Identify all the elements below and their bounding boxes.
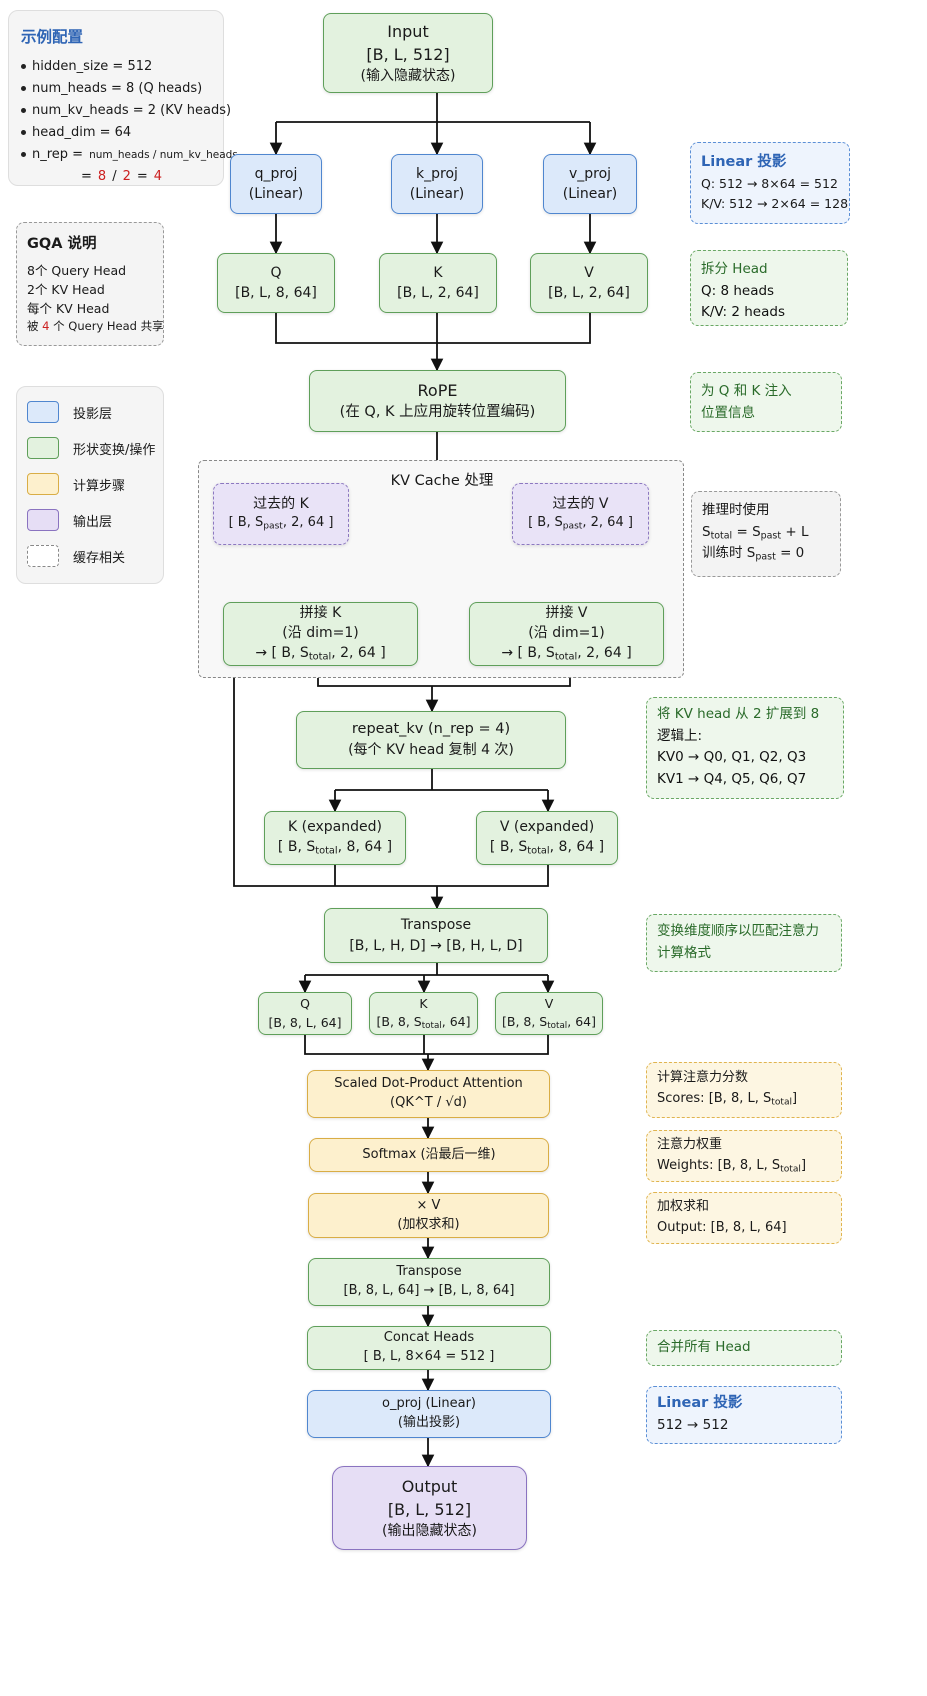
q-node: Q [B, L, 8, 64] [217,253,335,313]
concat-k-node: 拼接 K (沿 dim=1) → [ B, Stotal, 2, 64 ] [223,602,418,666]
config-nrep-result: = 8 / 2 = 4 [81,169,163,184]
config-item: num_kv_heads = 2 (KV heads) [21,103,231,118]
v-proj-node: v_proj (Linear) [543,154,637,214]
concat-heads-node: Concat Heads [ B, L, 8×64 = 512 ] [307,1326,551,1370]
concat-v-node: 拼接 V (沿 dim=1) → [ B, Stotal, 2, 64 ] [469,602,664,666]
config-item: head_dim = 64 [21,125,131,140]
gqa-line: 每个 KV Head [27,300,110,316]
bullet-icon [21,152,26,157]
legend-item: 缓存相关 [27,545,125,567]
note-output-projection: Linear 投影 512 → 512 [646,1386,842,1444]
legend-item: 形状变换/操作 [27,437,155,459]
v-heads-node: V [B, 8, Stotal, 64] [495,992,603,1035]
o-proj-node: o_proj (Linear) (输出投影) [307,1390,551,1438]
config-item-nrep: n_rep = num_heads / num_kv_heads [21,147,238,162]
config-panel: 示例配置 hidden_size = 512 num_heads = 8 (Q … [8,10,238,186]
note-inference: 推理时使用 Stotal = Spast + L 训练时 Spast = 0 [691,491,841,577]
k-proj-node: k_proj (Linear) [391,154,483,214]
config-title: 示例配置 [21,28,84,46]
note-split-head: 拆分 Head Q: 8 heads K/V: 2 heads [690,250,848,326]
note-merge-heads: 合并所有 Head [646,1330,842,1366]
note-linear-projection: Linear 投影 Q: 512 → 8×64 = 512 K/V: 512 →… [690,142,850,224]
sdpa-node: Scaled Dot-Product Attention (QK^T / √d) [307,1070,550,1118]
k-node: K [B, L, 2, 64] [379,253,497,313]
softmax-node: Softmax (沿最后一维) [309,1138,549,1172]
output-node: Output [B, L, 512] (输出隐藏状态) [332,1466,527,1550]
legend-swatch-projection [27,401,59,423]
legend-item: 输出层 [27,509,112,531]
q-heads-node: Q [B, 8, L, 64] [258,992,352,1035]
input-node: Input [B, L, 512] (输入隐藏状态) [323,13,493,93]
v-node: V [B, L, 2, 64] [530,253,648,313]
note-transform: 变换维度顺序以匹配注意力 计算格式 [646,914,842,972]
transpose-node: Transpose [B, L, H, D] → [B, H, L, D] [324,908,548,963]
gqa-line: 8个 Query Head [27,263,127,279]
note-position-info: 为 Q 和 K 注入 位置信息 [690,372,842,432]
v-expanded-node: V (expanded) [ B, Stotal, 8, 64 ] [476,811,618,865]
legend-swatch-cache [27,545,59,567]
past-v-node: 过去的 V [ B, Spast, 2, 64 ] [512,483,649,545]
gqa-note: GQA 说明 8个 Query Head 2个 KV Head 每个 KV He… [16,222,164,346]
bullet-icon [21,130,26,135]
legend-swatch-shape [27,437,59,459]
legend-panel: 投影层 形状变换/操作 计算步骤 输出层 缓存相关 [16,386,164,584]
k-expanded-node: K (expanded) [ B, Stotal, 8, 64 ] [264,811,406,865]
gqa-title: GQA 说明 [27,236,97,252]
past-k-node: 过去的 K [ B, Spast, 2, 64 ] [213,483,349,545]
bullet-icon [21,86,26,91]
bullet-icon [21,108,26,113]
legend-swatch-output [27,509,59,531]
q-proj-node: q_proj (Linear) [230,154,322,214]
repeat-kv-node: repeat_kv (n_rep = 4) (每个 KV head 复制 4 次… [296,711,566,769]
config-item: num_heads = 8 (Q heads) [21,81,202,96]
note-weights: 注意力权重 Weights: [B, 8, L, Stotal] [646,1130,842,1182]
rope-node: RoPE (在 Q, K 上应用旋转位置编码) [309,370,566,432]
gqa-line: 被 4 个 Query Head 共享 [27,319,164,334]
legend-item: 投影层 [27,401,112,423]
legend-item: 计算步骤 [27,473,125,495]
bullet-icon [21,64,26,69]
note-expand-heads: 将 KV head 从 2 扩展到 8 逻辑上: KV0 → Q0, Q1, Q… [646,697,844,799]
k-heads-node: K [B, 8, Stotal, 64] [369,992,478,1035]
kv-cache-title: KV Cache 处理 [390,473,494,489]
transpose-back-node: Transpose [B, 8, L, 64] → [B, L, 8, 64] [308,1258,550,1306]
legend-swatch-compute [27,473,59,495]
gqa-line: 2个 KV Head [27,281,105,297]
note-scores: 计算注意力分数 Scores: [B, 8, L, Stotal] [646,1062,842,1118]
note-weighted-sum: 加权求和 Output: [B, 8, L, 64] [646,1192,842,1244]
multiply-v-node: × V (加权求和) [308,1193,549,1238]
config-item: hidden_size = 512 [21,59,152,74]
